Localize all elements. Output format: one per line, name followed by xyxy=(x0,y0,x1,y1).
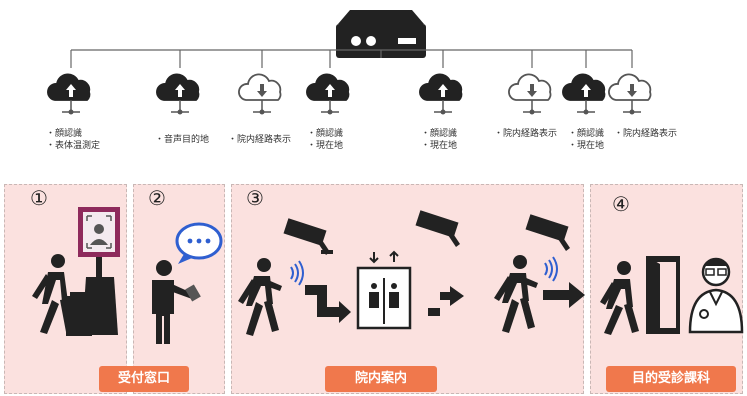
section-voice xyxy=(133,184,225,394)
signal-waves-icon xyxy=(290,260,304,286)
cloud-label: ・顔認識・表体温測定 xyxy=(46,128,100,152)
door-icon xyxy=(646,256,680,334)
cloud-upload-icon xyxy=(156,73,200,115)
reception-desk-top-icon xyxy=(70,292,92,300)
network-lines xyxy=(70,49,633,68)
reception-label: 受付窓口 xyxy=(99,366,189,392)
camera-icon xyxy=(525,214,570,251)
cloud-label-line: ・顔認識 xyxy=(568,129,605,139)
cloud-label-line: ・現在地 xyxy=(568,141,605,151)
cloud-upload-icon xyxy=(419,73,463,115)
cloud-label-line: ・院内経路表示 xyxy=(228,135,292,145)
cloud-download-icon xyxy=(508,73,552,115)
cloud-label-line: ・現在地 xyxy=(421,141,458,151)
route-arrow-icon xyxy=(543,282,585,308)
cloud-label: ・顔認識・現在地 xyxy=(568,128,604,152)
walking-person-icon xyxy=(32,254,73,334)
cloud-label: ・院内経路表示 xyxy=(494,128,557,140)
reception-desk-icon xyxy=(66,296,92,336)
walking-person-phone-icon xyxy=(494,255,538,333)
section-number-2: ② xyxy=(148,186,166,210)
route-arrow-icon xyxy=(305,285,351,323)
cloud-label-line: ・院内経路表示 xyxy=(494,129,558,139)
doctor-icon xyxy=(688,257,744,334)
cloud-upload-icon xyxy=(306,73,350,115)
cloud-label: ・院内経路表示 xyxy=(228,134,291,146)
cloud-download-icon xyxy=(238,73,282,115)
cloud-label: ・顔認識・現在地 xyxy=(307,128,343,152)
cloud-label-line: ・院内経路表示 xyxy=(614,129,678,139)
camera-icon xyxy=(283,218,333,255)
face-scan-terminal-icon xyxy=(78,207,120,335)
cloud-label: ・音声目的地 xyxy=(155,134,209,146)
guidance-label: 院内案内 xyxy=(325,366,437,392)
walking-person-phone-icon xyxy=(238,258,282,336)
route-arrow-icon xyxy=(428,286,464,330)
cloud-upload-icon xyxy=(47,73,91,115)
walking-person-icon xyxy=(600,261,639,335)
cloud-upload-icon xyxy=(562,73,606,115)
section-number-4: ④ xyxy=(612,192,630,216)
cloud-label: ・顔認識・現在地 xyxy=(421,128,457,152)
cloud-label-line: ・音声目的地 xyxy=(155,135,210,145)
signal-waves-icon xyxy=(544,256,558,282)
section-number-3: ③ xyxy=(246,186,264,210)
cloud-download-icon xyxy=(608,73,652,115)
cloud-icons xyxy=(47,73,652,115)
department-label: 目的受診課科 xyxy=(606,366,736,392)
cloud-label: ・院内経路表示 xyxy=(614,128,677,140)
camera-icon xyxy=(415,210,460,247)
section-number-1: ① xyxy=(30,186,48,210)
cloud-label-line: ・顔認識 xyxy=(421,129,458,139)
cloud-label-line: ・現在地 xyxy=(307,141,344,151)
speech-bubble-icon xyxy=(175,222,223,264)
cloud-label-line: ・表体温測定 xyxy=(46,141,101,151)
elevator-icon xyxy=(356,250,412,330)
cloud-label-line: ・顔認識 xyxy=(307,129,344,139)
person-with-phone-icon xyxy=(152,260,201,344)
cloud-label-line: ・顔認識 xyxy=(46,129,83,139)
